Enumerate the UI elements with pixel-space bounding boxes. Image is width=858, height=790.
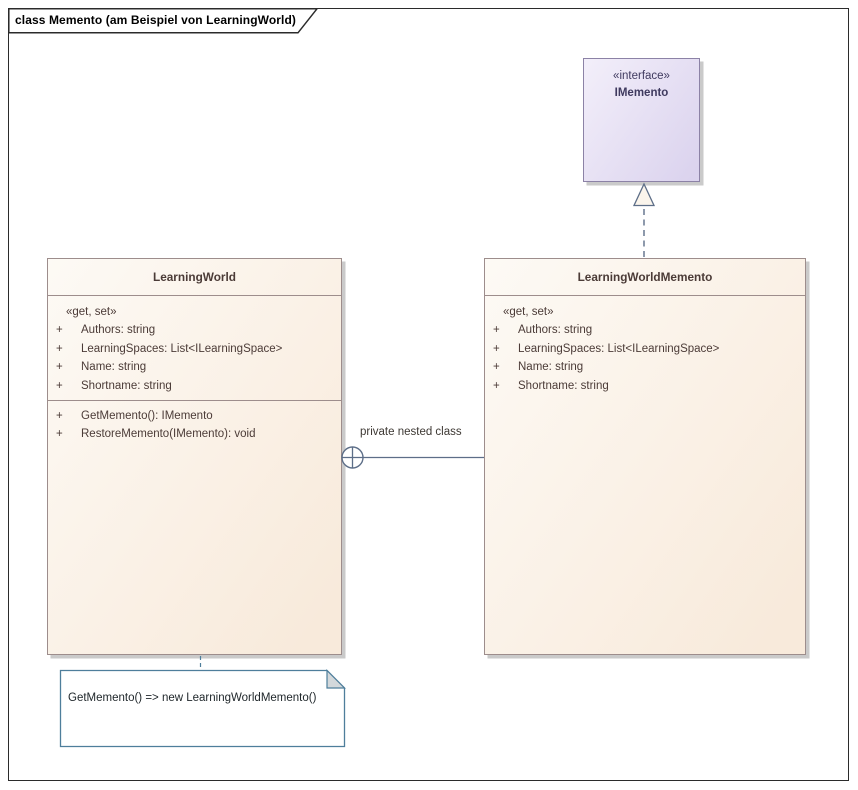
frame-title: class Memento (am Beispiel von LearningW…: [15, 13, 297, 27]
attribute-row: + Name: string: [48, 358, 341, 376]
attribute-row: + Name: string: [485, 358, 805, 376]
visibility-symbol: +: [56, 428, 63, 441]
attribute-row: + Shortname: string: [485, 377, 805, 395]
method-row: + GetMemento(): IMemento: [48, 407, 341, 425]
attribute-row: + Authors: string: [485, 321, 805, 339]
attribute-text: Shortname: string: [518, 379, 609, 392]
attribute-row: + LearningSpaces: List<ILearningSpace>: [48, 340, 341, 358]
visibility-symbol: +: [56, 324, 63, 337]
interface-imemento-node[interactable]: «interface» IMemento: [583, 58, 700, 182]
attribute-text: Shortname: string: [81, 379, 172, 392]
class-learningworldmemento-node[interactable]: LearningWorldMemento «get, set» + Author…: [484, 258, 806, 655]
interface-stereotype: «interface»: [613, 70, 670, 82]
interface-name: IMemento: [614, 87, 669, 99]
method-text: GetMemento(): IMemento: [81, 410, 213, 422]
method-row: + RestoreMemento(IMemento): void: [48, 425, 341, 443]
visibility-symbol: +: [493, 324, 500, 337]
class-title: LearningWorld: [48, 259, 341, 296]
attribute-text: LearningSpaces: List<ILearningSpace>: [518, 342, 720, 355]
visibility-symbol: +: [56, 379, 63, 392]
visibility-symbol: +: [493, 342, 500, 355]
note-text: GetMemento() => new LearningWorldMemento…: [68, 692, 317, 704]
visibility-symbol: +: [56, 361, 63, 374]
property-stereotype: «get, set»: [66, 306, 117, 318]
visibility-symbol: +: [56, 342, 63, 355]
class-title: LearningWorldMemento: [485, 259, 805, 296]
attribute-row: + LearningSpaces: List<ILearningSpace>: [485, 340, 805, 358]
methods-compartment: + GetMemento(): IMemento + RestoreMement…: [48, 401, 341, 654]
attribute-text: Name: string: [518, 361, 584, 374]
visibility-symbol: +: [56, 410, 63, 422]
nesting-connector-label: private nested class: [360, 426, 462, 438]
attribute-text: Name: string: [81, 361, 147, 374]
attributes-compartment: «get, set» + Authors: string + LearningS…: [48, 296, 341, 401]
property-stereotype: «get, set»: [503, 306, 554, 318]
attribute-text: Authors: string: [81, 324, 156, 337]
method-text: RestoreMemento(IMemento): void: [81, 428, 256, 441]
diagram-frame: [8, 8, 849, 781]
visibility-symbol: +: [493, 379, 500, 392]
attribute-row: + Authors: string: [48, 321, 341, 339]
attribute-row: + Shortname: string: [48, 377, 341, 395]
visibility-symbol: +: [493, 361, 500, 374]
attribute-text: Authors: string: [518, 324, 593, 337]
attribute-text: LearningSpaces: List<ILearningSpace>: [81, 342, 283, 355]
frame-tab: [8, 8, 319, 34]
class-learningworld-node[interactable]: LearningWorld «get, set» + Authors: stri…: [47, 258, 342, 655]
attributes-compartment: «get, set» + Authors: string + LearningS…: [485, 296, 805, 654]
